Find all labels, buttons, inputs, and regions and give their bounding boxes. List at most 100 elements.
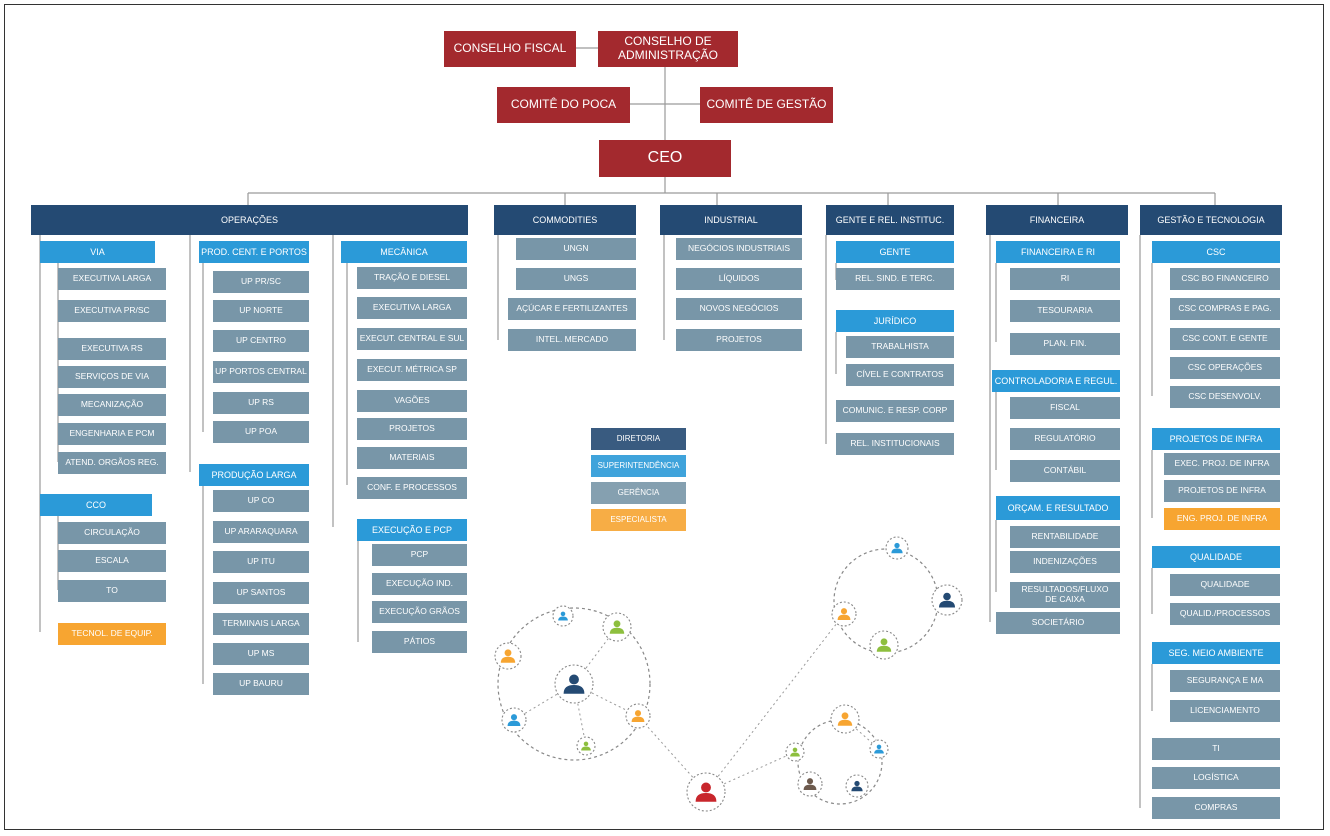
sup-qualidade: QUALIDADE xyxy=(1152,546,1280,568)
directorate-financeira: FINANCEIRA xyxy=(986,205,1128,235)
ger-juridico-2: CÍVEL E CONTRATOS xyxy=(846,364,954,386)
commodities-label: COMMODITIES xyxy=(532,214,598,225)
resultados-line2: DE CAIXA xyxy=(1045,594,1085,604)
item-label: NOVOS NEGÓCIOS xyxy=(699,303,779,314)
ger-prod-cent-1: UP PR/SC xyxy=(213,271,309,293)
page-border xyxy=(4,4,1324,830)
person-icon xyxy=(609,620,625,634)
item-label: INTEL. MERCADO xyxy=(535,334,609,345)
sup-execucao-pcp: EXECUÇÃO E PCP xyxy=(357,519,467,541)
network-illustration xyxy=(494,536,963,812)
ger-csc-4: CSC OPERAÇÕES xyxy=(1170,357,1280,379)
sup-via: VIA xyxy=(40,241,155,263)
legend-especialista-label: ESPECIALISTA xyxy=(610,515,667,525)
person-icon xyxy=(803,778,817,790)
item-label: CIRCULAÇÃO xyxy=(84,527,140,538)
ger-mec-7: MATERIAIS xyxy=(357,447,467,469)
comite-gestao-label: COMITÊ DE GESTÃO xyxy=(706,97,827,112)
comite-poca-label: COMITÊ DO POCA xyxy=(510,97,617,112)
legend-diretoria-label: DIRETORIA xyxy=(616,434,661,444)
item-label: UP PR/SC xyxy=(241,276,281,287)
item-label: RENTABILIDADE xyxy=(1031,531,1099,542)
item-label: COMPRAS xyxy=(1194,802,1238,813)
item-label: EXECUTIVA RS xyxy=(81,343,143,354)
item-label: SOCIETÁRIO xyxy=(1031,617,1085,628)
ger-prod-larga-1: UP CO xyxy=(213,490,309,512)
orcam-title: ORÇAM. E RESULTADO xyxy=(1007,502,1109,513)
ger-prod-larga-6: UP MS xyxy=(213,643,309,665)
item-label: REGULATÓRIO xyxy=(1034,433,1096,444)
item-label: INDENIZAÇÕES xyxy=(1033,556,1097,567)
item-label: ENGENHARIA E PCM xyxy=(69,428,155,439)
sup-csc: CSC xyxy=(1152,241,1280,263)
resultados-line1: RESULTADOS/FLUXO xyxy=(1021,584,1109,595)
item-label: UP NORTE xyxy=(239,305,283,316)
ger-mec-3: EXECUT. CENTRAL E SUL xyxy=(357,328,467,350)
item-label: CSC CONT. E GENTE xyxy=(1182,333,1268,344)
esp-eng-proj-infra: ENG. PROJ. DE INFRA xyxy=(1164,508,1280,530)
item-label: UP SANTOS xyxy=(236,587,286,598)
item-label: LÍQUIDOS xyxy=(718,273,760,284)
controladoria-title: CONTROLADORIA E REGUL. xyxy=(994,375,1118,386)
seg-title: SEG. MEIO AMBIENTE xyxy=(1168,647,1264,658)
item-label: EXEC. PROJ. DE INFRA xyxy=(1174,458,1270,469)
ger-orcam-2: INDENIZAÇÕES xyxy=(1010,551,1120,573)
sup-juridico: JURÍDICO xyxy=(836,310,954,332)
ger-compras: COMPRAS xyxy=(1152,797,1280,819)
ger-csc-1: CSC BO FINANCEIRO xyxy=(1170,268,1280,290)
ger-commodities-1: UNGN xyxy=(516,238,636,260)
item-label: UP ITU xyxy=(247,556,275,567)
sup-cco: CCO xyxy=(40,494,152,516)
item-label: LOGÍSTICA xyxy=(1193,772,1239,783)
legend-superintendencia: SUPERINTENDÊNCIA xyxy=(591,455,686,477)
execucao-title: EXECUÇÃO E PCP xyxy=(371,524,453,535)
item-label: TESOURARIA xyxy=(1037,305,1093,316)
person-icon xyxy=(695,782,717,802)
ger-mec-8: CONF. E PROCESSOS xyxy=(357,477,467,499)
conselho-fiscal-label: CONSELHO FISCAL xyxy=(453,41,567,56)
item-label: CONTÁBIL xyxy=(1043,465,1087,476)
item-label: TI xyxy=(1212,743,1220,754)
item-label: ATEND. ORGÃOS REG. xyxy=(65,457,159,468)
ger-logistica: LOGÍSTICA xyxy=(1152,767,1280,789)
directorate-commodities: COMMODITIES xyxy=(494,205,636,235)
person-icon xyxy=(837,608,851,620)
item-label: CÍVEL E CONTRATOS xyxy=(856,369,944,380)
ger-via-7: ATEND. ORGÃOS REG. xyxy=(58,452,166,474)
item-label: CSC OPERAÇÕES xyxy=(1187,362,1263,373)
sup-seg-meio-ambiente: SEG. MEIO AMBIENTE xyxy=(1152,642,1280,664)
cco-title: CCO xyxy=(86,499,106,510)
item-label: ESCALA xyxy=(95,555,129,566)
ger-prod-cent-6: UP POA xyxy=(213,421,309,443)
ger-exec-2: EXECUÇÃO IND. xyxy=(372,573,467,595)
item-label: TO xyxy=(106,585,118,596)
directorate-industrial: INDUSTRIAL xyxy=(660,205,802,235)
juridico-title: JURÍDICO xyxy=(873,315,917,326)
item-label: FISCAL xyxy=(1050,402,1080,413)
ger-prod-larga-2: UP ARARAQUARA xyxy=(213,521,309,543)
directorate-gestao: GESTÃO E TECNOLOGIA xyxy=(1140,205,1282,235)
item-label: QUALIDADE xyxy=(1200,579,1250,590)
sup-orcam: ORÇAM. E RESULTADO xyxy=(996,496,1120,520)
ger-prod-larga-5: TERMINAIS LARGA xyxy=(213,613,309,635)
qualidade-title: QUALIDADE xyxy=(1189,551,1242,562)
item-label: UP MS xyxy=(247,648,275,659)
item-label: MECANIZAÇÃO xyxy=(80,399,144,410)
item-label: PCP xyxy=(410,549,429,560)
ger-industrial-2: LÍQUIDOS xyxy=(676,268,802,290)
item-label: CSC DESENVOLV. xyxy=(1188,391,1262,402)
ger-mec-5: VAGÕES xyxy=(357,390,467,412)
item-label: UP CENTRO xyxy=(236,335,286,346)
ger-prod-cent-5: UP RS xyxy=(213,392,309,414)
sup-projetos-infra: PROJETOS DE INFRA xyxy=(1152,428,1280,450)
ger-prod-cent-2: UP NORTE xyxy=(213,300,309,322)
person-icon xyxy=(891,542,903,554)
person-icon xyxy=(939,592,955,608)
esp-tecnol-equip: TECNOL. DE EQUIP. xyxy=(58,623,166,645)
proj-infra-title: PROJETOS DE INFRA xyxy=(1169,433,1263,444)
ceo-label: CEO xyxy=(647,149,683,167)
sup-controladoria: CONTROLADORIA E REGUL. xyxy=(992,370,1120,392)
person-icon xyxy=(790,747,800,757)
ceo-box: CEO xyxy=(599,140,731,177)
